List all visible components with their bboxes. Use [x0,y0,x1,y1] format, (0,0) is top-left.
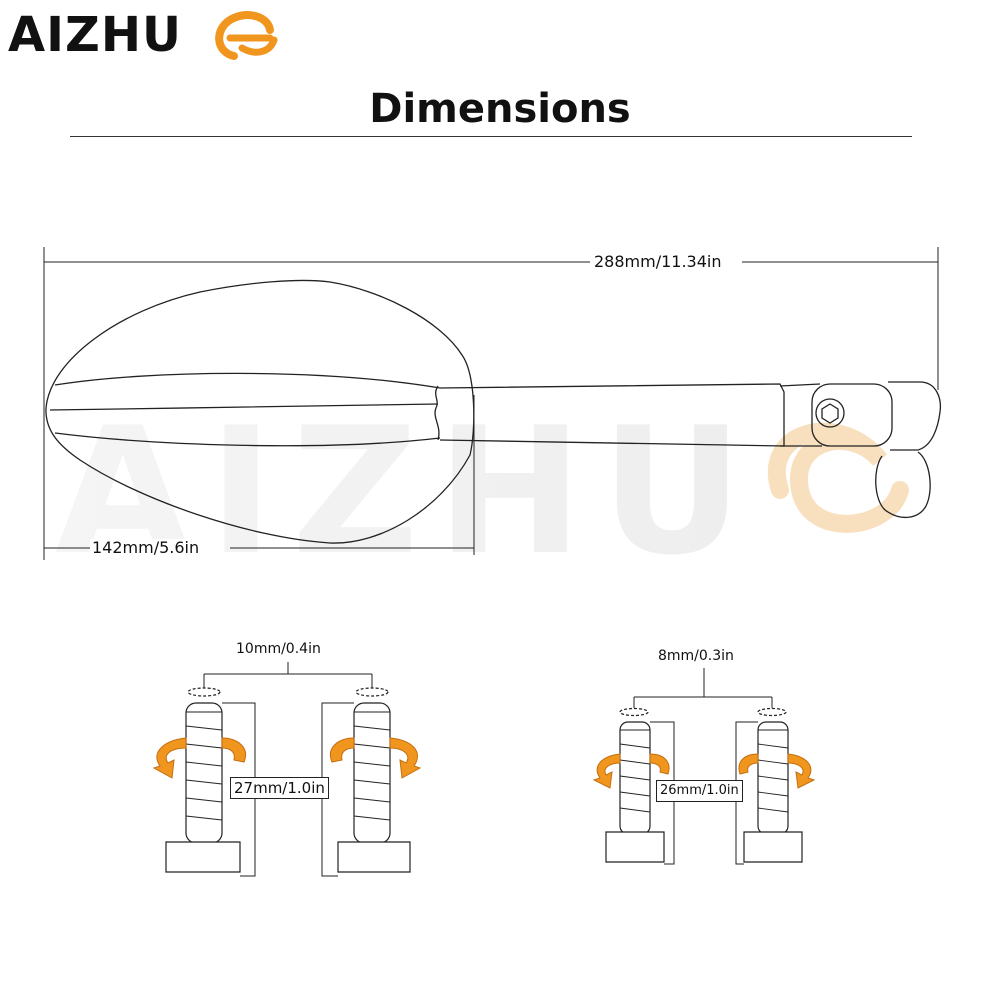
bolt-icon [743,707,803,863]
head-width-label: 142mm/5.6in [90,538,202,557]
right-bolt-spacing-label: 8mm/0.3in [656,647,736,665]
rotate-arrow-icon [330,737,422,779]
bolt-icon [337,687,411,873]
spacing-bracket-left [203,662,373,690]
overall-length-label: 288mm/11.34in [592,252,724,271]
brand-swirl-icon [215,11,278,60]
brand-logo-text: AIZHU [8,7,182,63]
overall-length-dimension [43,247,939,560]
title-divider [70,136,912,137]
bolt-group-right [592,668,816,865]
mirror-head [45,279,475,544]
page-title: Dimensions [369,86,631,132]
brand-logo: AIZHU [8,4,278,66]
brand-watermark: AIZHU [55,391,909,594]
rotate-arrow-icon [738,753,816,789]
right-bolt-length-label: 26mm/1.0in [656,780,743,802]
bolt-icon [605,707,665,863]
bolt-group-left [152,662,422,877]
mirror-stem [439,383,822,447]
bolt-icon [165,687,241,873]
left-bolt-spacing-label: 10mm/0.4in [234,640,323,658]
rotate-arrow-icon [592,753,670,789]
left-bolt-length-label: 27mm/1.0in [230,777,329,799]
spacing-bracket-right [633,668,773,708]
watermark-swirl-icon [768,422,909,533]
mirror-mount [811,381,942,518]
rotate-arrow-icon [152,737,246,779]
svg-text:AIZHU: AIZHU [55,391,761,594]
